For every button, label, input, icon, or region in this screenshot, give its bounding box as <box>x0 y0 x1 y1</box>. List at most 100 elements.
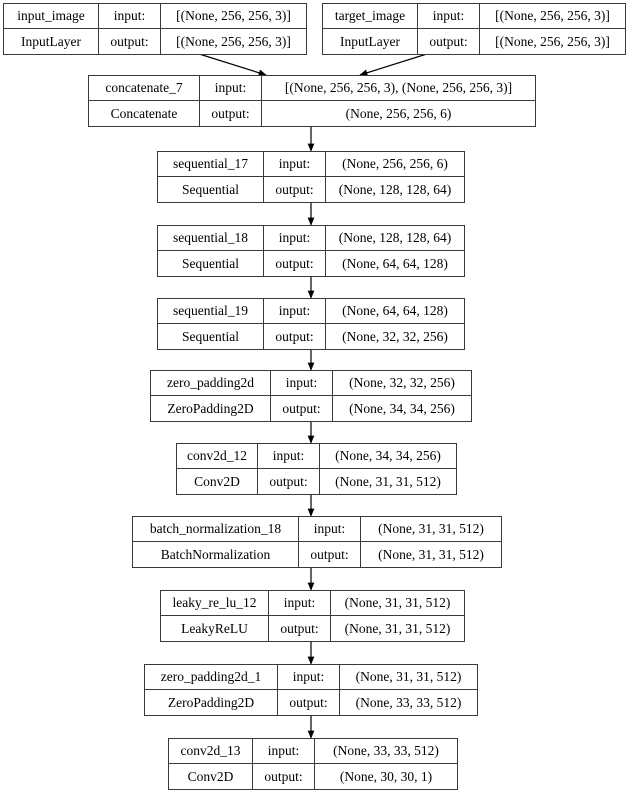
output-label: output: <box>264 324 326 349</box>
output-shape: (None, 30, 30, 1) <box>339 768 433 784</box>
input-shape: (None, 128, 128, 64) <box>338 230 452 246</box>
output-shape: [(None, 256, 256, 3)] <box>176 33 291 49</box>
edge-input_image-to-concatenate_7 <box>195 52 267 77</box>
input-label: input: <box>269 591 331 615</box>
node-type: ZeroPadding2D <box>145 690 278 715</box>
input-shape: (None, 256, 256, 6) <box>342 156 448 172</box>
node-type: Conv2D <box>177 469 258 494</box>
output-label: output: <box>264 251 326 276</box>
input-shape: (None, 31, 31, 512) <box>355 669 462 685</box>
input-label: input: <box>258 444 320 468</box>
input-shape: (None, 34, 34, 256) <box>335 448 441 464</box>
input-label: input: <box>418 4 480 28</box>
input-label: input: <box>278 665 340 689</box>
input-label: input: <box>271 371 333 395</box>
output-shape: (None, 64, 64, 128) <box>342 255 448 271</box>
node-name: leaky_re_lu_12 <box>161 591 269 615</box>
node-type: Sequential <box>158 251 264 276</box>
input-label: input: <box>253 739 315 763</box>
output-shape: (None, 256, 256, 6) <box>345 105 452 121</box>
output-label: output: <box>299 542 361 567</box>
output-shape: (None, 31, 31, 512) <box>378 546 484 562</box>
node-name: batch_normalization_18 <box>133 517 299 541</box>
input-shape: (None, 31, 31, 512) <box>378 521 484 537</box>
node-name: conv2d_13 <box>169 739 253 763</box>
output-label: output: <box>271 396 333 421</box>
node-name: concatenate_7 <box>89 76 200 100</box>
output-shape: (None, 128, 128, 64) <box>338 181 452 197</box>
node-type: InputLayer <box>323 29 418 54</box>
node-name: sequential_17 <box>158 152 264 176</box>
node-type: Concatenate <box>89 101 200 126</box>
input-label: input: <box>264 299 326 323</box>
output-label: output: <box>418 29 480 54</box>
node-name: sequential_19 <box>158 299 264 323</box>
node-name: zero_padding2d <box>151 371 271 395</box>
input-label: input: <box>200 76 262 100</box>
output-label: output: <box>278 690 340 715</box>
node-name: conv2d_12 <box>177 444 258 468</box>
output-label: output: <box>258 469 320 494</box>
input-label: input: <box>264 152 326 176</box>
output-shape: (None, 31, 31, 512) <box>335 473 441 489</box>
output-shape: (None, 31, 31, 512) <box>344 620 451 636</box>
node-name: input_image <box>4 4 99 28</box>
input-label: input: <box>99 4 161 28</box>
node-type: ZeroPadding2D <box>151 396 271 421</box>
output-shape: (None, 32, 32, 256) <box>342 328 448 344</box>
input-label: input: <box>264 226 326 250</box>
output-shape: (None, 34, 34, 256) <box>349 400 455 416</box>
input-shape: (None, 33, 33, 512) <box>333 743 439 759</box>
node-type: InputLayer <box>4 29 99 54</box>
node-type: Conv2D <box>169 764 253 789</box>
node-name: sequential_18 <box>158 226 264 250</box>
input-shape: [(None, 256, 256, 3)] <box>495 8 610 24</box>
output-label: output: <box>99 29 161 54</box>
input-shape: (None, 64, 64, 128) <box>342 303 448 319</box>
node-name: zero_padding2d_1 <box>145 665 278 689</box>
output-label: output: <box>253 764 315 789</box>
input-shape: (None, 31, 31, 512) <box>344 595 451 611</box>
output-label: output: <box>269 616 331 641</box>
edge-target_image-to-concatenate_7 <box>359 52 431 77</box>
input-shape: (None, 32, 32, 256) <box>349 375 455 391</box>
output-label: output: <box>264 177 326 202</box>
input-label: input: <box>299 517 361 541</box>
node-type: Sequential <box>158 177 264 202</box>
input-shape: [(None, 256, 256, 3)] <box>176 8 291 24</box>
node-type: LeakyReLU <box>161 616 269 641</box>
